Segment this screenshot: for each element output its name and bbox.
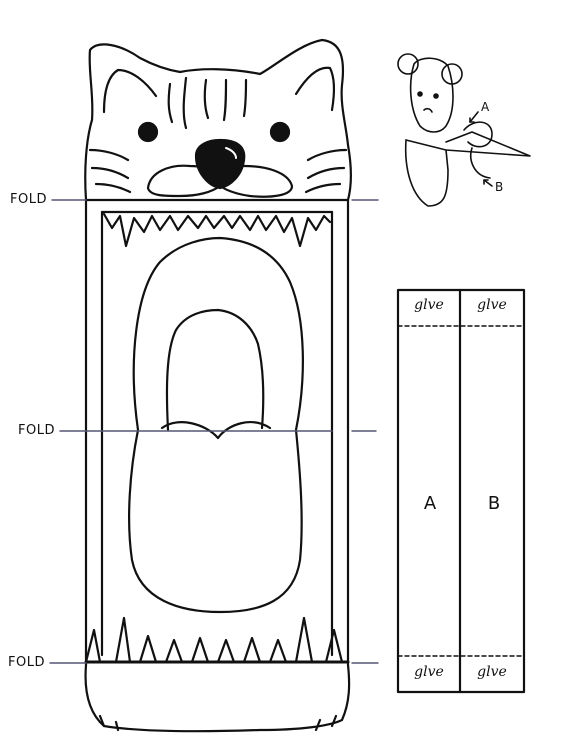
- puppet-body: [84, 198, 351, 733]
- fold-label-top: FOLD: [10, 192, 47, 207]
- glue-label-top-b: glve: [477, 297, 507, 313]
- strip-column-b: B: [487, 493, 501, 514]
- glue-label-bottom-a: glve: [414, 664, 444, 680]
- glue-label-top-a: glve: [414, 297, 444, 313]
- tiger-head: [84, 38, 353, 202]
- glue-strip: [396, 288, 526, 694]
- assembly-diagram: [397, 53, 531, 207]
- tiger-nose: [194, 138, 246, 190]
- glue-label-bottom-b: glve: [477, 664, 507, 680]
- mouth-inner: [165, 308, 265, 432]
- tiger-right-eye: [269, 121, 291, 143]
- fold-label-bottom: FOLD: [8, 655, 45, 670]
- fold-label-middle: FOLD: [18, 423, 55, 438]
- diagram-label-b: B: [495, 180, 504, 194]
- strip-column-a: A: [423, 493, 437, 514]
- fold-lines: [49, 199, 379, 664]
- mouth-outer: [128, 236, 304, 614]
- tongue: [160, 421, 272, 440]
- diagram-label-a: A: [481, 100, 490, 114]
- tiger-left-eye: [137, 121, 159, 143]
